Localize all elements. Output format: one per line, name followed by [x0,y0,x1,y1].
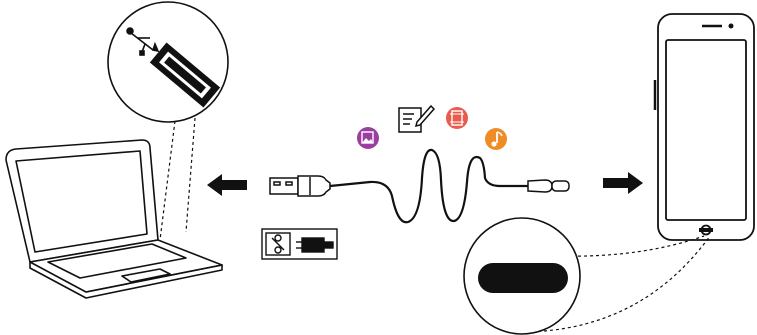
laptop [5,139,223,299]
usb-cable [269,148,570,224]
usb-port-icon [149,42,221,108]
power-outlet-icon [261,228,338,260]
laptop-port-zoom [107,1,229,241]
usb-a-plug [269,175,331,197]
phone-screen [665,39,747,221]
notes-icon [398,104,436,133]
smartphone [653,13,755,241]
usb-c-plug [527,179,570,193]
laptop-display [15,150,148,253]
arrow-right-icon [603,172,643,194]
usb-c-port-icon [478,263,568,293]
cable-wire [329,148,528,224]
music-icon [485,128,507,150]
video-icon [446,107,468,129]
laptop-keyboard [47,243,187,279]
usb-icon [126,27,160,56]
phone-body [657,13,755,241]
phone-port-zoom [463,217,711,335]
laptop-screen [5,139,159,263]
arrow-left-icon [207,174,247,196]
gallery-icon [357,127,379,149]
laptop-trackpad [121,268,171,283]
